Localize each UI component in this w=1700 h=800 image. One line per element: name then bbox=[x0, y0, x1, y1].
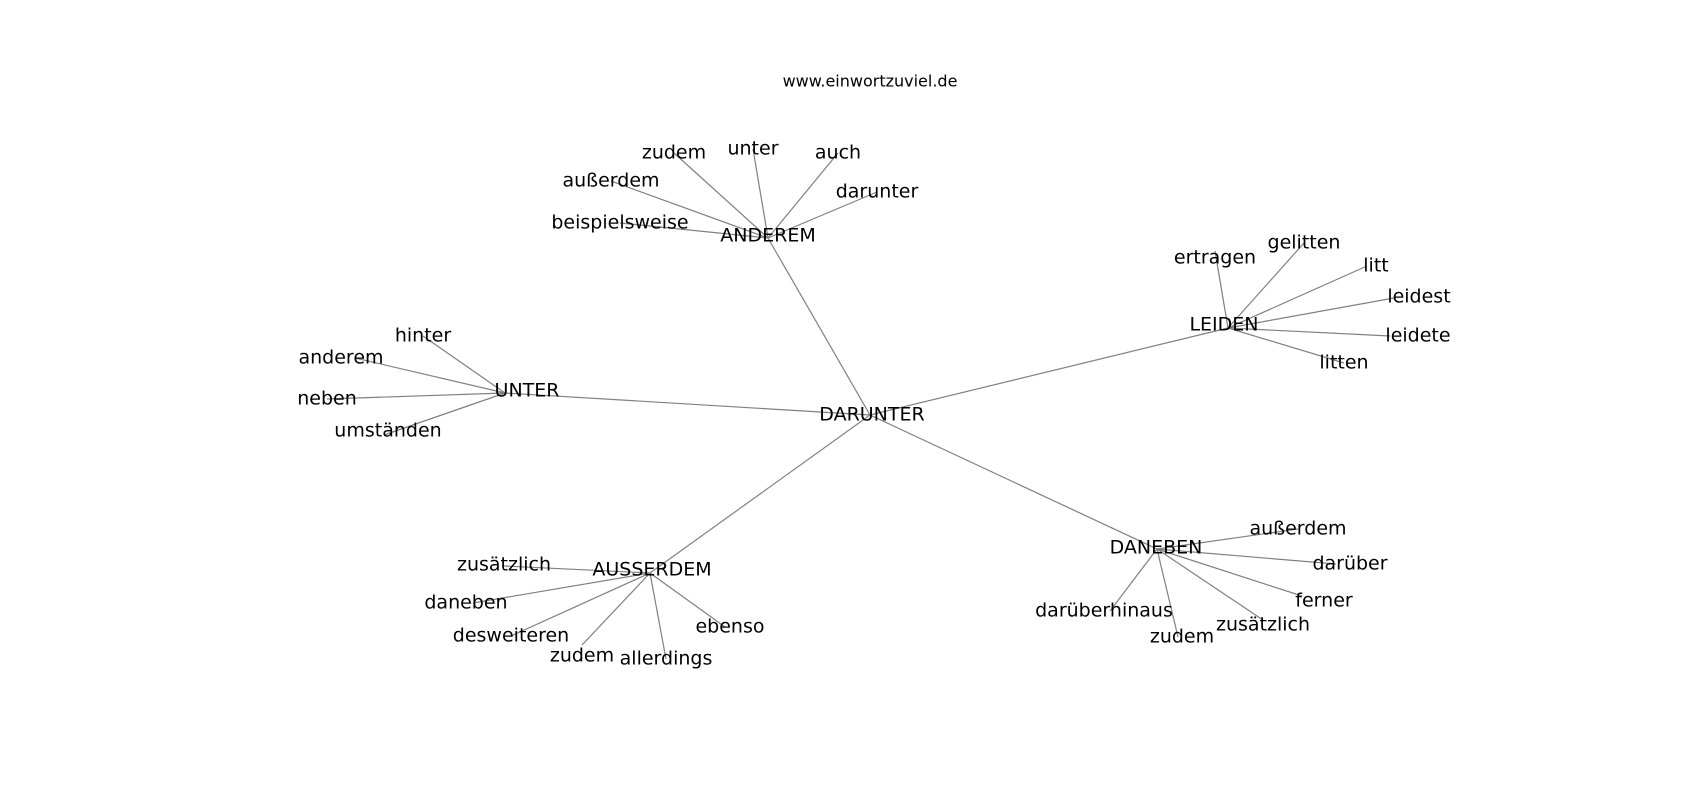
node-leaf-unter-3: umständen bbox=[334, 420, 441, 442]
edge-daneben-leaf-5 bbox=[1109, 548, 1158, 612]
node-leaf-unter-2: neben bbox=[297, 388, 357, 410]
edge-daneben-leaf-1 bbox=[1156, 548, 1337, 565]
edge-ausserdem-leaf-4 bbox=[649, 572, 667, 660]
edge-center-daneben bbox=[869, 414, 1158, 550]
edge-daneben-leaf-2 bbox=[1156, 548, 1303, 597]
node-hub-leiden: LEIDEN bbox=[1189, 314, 1258, 336]
node-hub-unter: UNTER bbox=[495, 380, 560, 402]
edge-anderem-leaf-4 bbox=[767, 191, 878, 239]
edge-leiden-leaf-0 bbox=[1214, 250, 1229, 329]
edge-anderem-leaf-3 bbox=[610, 180, 769, 239]
edge-leiden-leaf-3 bbox=[1227, 297, 1395, 329]
edge-unter-leaf-2 bbox=[326, 392, 506, 400]
edge-daneben-leaf-3 bbox=[1156, 548, 1264, 621]
edge-anderem-leaf-2 bbox=[767, 152, 839, 239]
node-leaf-daneben-0: außerdem bbox=[1249, 518, 1346, 540]
node-leaf-ausserdem-1: daneben bbox=[424, 592, 507, 614]
node-leaf-leiden-4: leidete bbox=[1385, 325, 1450, 347]
node-leaf-anderem-1: unter bbox=[727, 138, 778, 160]
edge-ausserdem-leaf-3 bbox=[581, 572, 651, 646]
edge-unter-leaf-0 bbox=[422, 335, 506, 394]
edge-anderem-leaf-1 bbox=[752, 148, 769, 239]
node-leaf-unter-0: hinter bbox=[395, 325, 452, 347]
edge-leiden-leaf-5 bbox=[1227, 327, 1345, 364]
edge-center-unter bbox=[504, 392, 871, 416]
node-leaf-ausserdem-4: allerdings bbox=[620, 648, 713, 670]
node-leaf-daneben-1: darüber bbox=[1312, 553, 1387, 575]
node-leaf-daneben-4: zudem bbox=[1150, 626, 1214, 648]
edge-center-leiden bbox=[869, 327, 1229, 416]
node-leaf-ausserdem-0: zusätzlich bbox=[457, 554, 551, 576]
edge-leiden-leaf-2 bbox=[1227, 265, 1368, 329]
node-leaf-leiden-0: ertragen bbox=[1174, 247, 1256, 269]
node-leaf-leiden-2: litt bbox=[1363, 255, 1388, 277]
node-leaf-daneben-5: darüberhinaus bbox=[1035, 600, 1173, 622]
edge-ausserdem-leaf-0 bbox=[503, 565, 651, 574]
node-leaf-leiden-5: litten bbox=[1319, 352, 1368, 374]
node-leaf-leiden-1: gelitten bbox=[1268, 232, 1341, 254]
node-center: DARUNTER bbox=[819, 404, 924, 426]
node-leaf-anderem-0: zudem bbox=[642, 142, 706, 164]
node-leaf-ausserdem-3: zudem bbox=[550, 645, 614, 667]
node-leaf-ausserdem-5: ebenso bbox=[695, 616, 764, 638]
node-leaf-unter-1: anderem bbox=[298, 347, 383, 369]
node-hub-anderem: ANDEREM bbox=[720, 225, 815, 247]
edge-anderem-leaf-5 bbox=[619, 222, 769, 239]
site-title: www.einwortzuviel.de bbox=[783, 72, 958, 91]
node-leaf-daneben-2: ferner bbox=[1295, 590, 1353, 612]
node-leaf-anderem-5: beispielsweise bbox=[551, 212, 688, 234]
node-leaf-anderem-3: außerdem bbox=[562, 170, 659, 192]
edge-daneben-leaf-4 bbox=[1156, 548, 1179, 638]
label-layer: www.einwortzuviel.de DARUNTER ANDEREM zude… bbox=[297, 72, 1450, 670]
edge-unter-leaf-1 bbox=[354, 357, 506, 394]
edge-daneben-leaf-0 bbox=[1156, 528, 1299, 550]
edge-center-ausserdem bbox=[649, 414, 871, 574]
edge-layer bbox=[326, 148, 1395, 660]
edge-ausserdem-leaf-5 bbox=[649, 572, 726, 628]
node-hub-ausserdem: AUSSERDEM bbox=[592, 559, 711, 581]
node-leaf-ausserdem-2: desweiteren bbox=[453, 625, 569, 647]
edge-ausserdem-leaf-2 bbox=[510, 572, 651, 637]
edge-leiden-leaf-4 bbox=[1227, 327, 1391, 337]
node-leaf-leiden-3: leidest bbox=[1387, 286, 1450, 308]
edge-leiden-leaf-1 bbox=[1227, 242, 1305, 329]
node-leaf-anderem-4: darunter bbox=[836, 181, 919, 203]
edge-ausserdem-leaf-1 bbox=[472, 572, 651, 604]
node-hub-daneben: DANEBEN bbox=[1110, 537, 1203, 559]
edge-center-anderem bbox=[767, 237, 871, 416]
node-leaf-anderem-2: auch bbox=[815, 142, 861, 164]
edge-unter-leaf-3 bbox=[383, 392, 506, 436]
edge-anderem-leaf-0 bbox=[673, 152, 769, 239]
node-leaf-daneben-3: zusätzlich bbox=[1216, 614, 1310, 636]
